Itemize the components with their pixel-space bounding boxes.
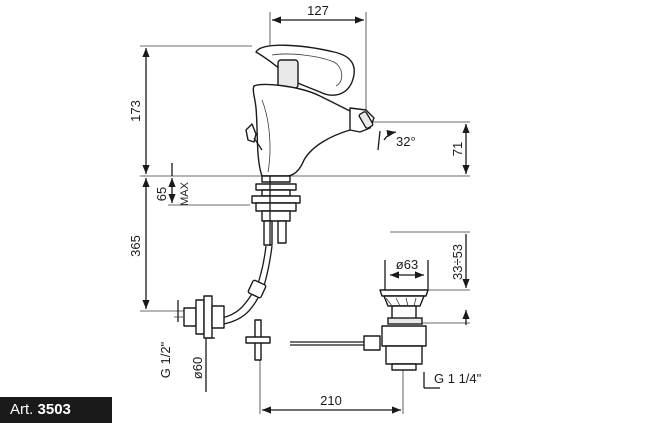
dim-hose-length: 365 (128, 235, 143, 257)
dim-spout-height: 71 (450, 142, 465, 156)
article-number: 3503 (37, 401, 71, 418)
article-prefix: Art. (10, 401, 34, 418)
mixer-body (245, 44, 375, 177)
dim-height-total: 173 (128, 100, 143, 122)
dim-drain-thread: G 1 1/4" (434, 371, 482, 386)
flex-hose (221, 245, 273, 325)
drain-waste (379, 289, 429, 371)
dim-bottom-width: 210 (320, 393, 342, 408)
dim-max-label: MAX (179, 181, 191, 206)
dim-inlet-thread: G 1/2" (158, 341, 173, 378)
dimension-lines (142, 16, 470, 414)
dim-top-width: 127 (307, 3, 329, 18)
angle-valve (174, 295, 225, 339)
dim-inlet-diameter: ø60 (190, 357, 205, 379)
dimension-labels: 127 173 32° 71 65 MAX 365 ø63 33÷53 G 1/… (128, 3, 482, 408)
dim-drain-range: 33÷53 (450, 244, 465, 280)
dim-drain-diameter: ø63 (396, 257, 418, 272)
popup-rod (245, 319, 381, 361)
mounting-assembly (251, 175, 301, 246)
article-label: Art. 3503 (0, 397, 112, 423)
dim-spout-angle: 32° (396, 134, 416, 149)
dim-max-thickness: 65 (154, 187, 169, 201)
